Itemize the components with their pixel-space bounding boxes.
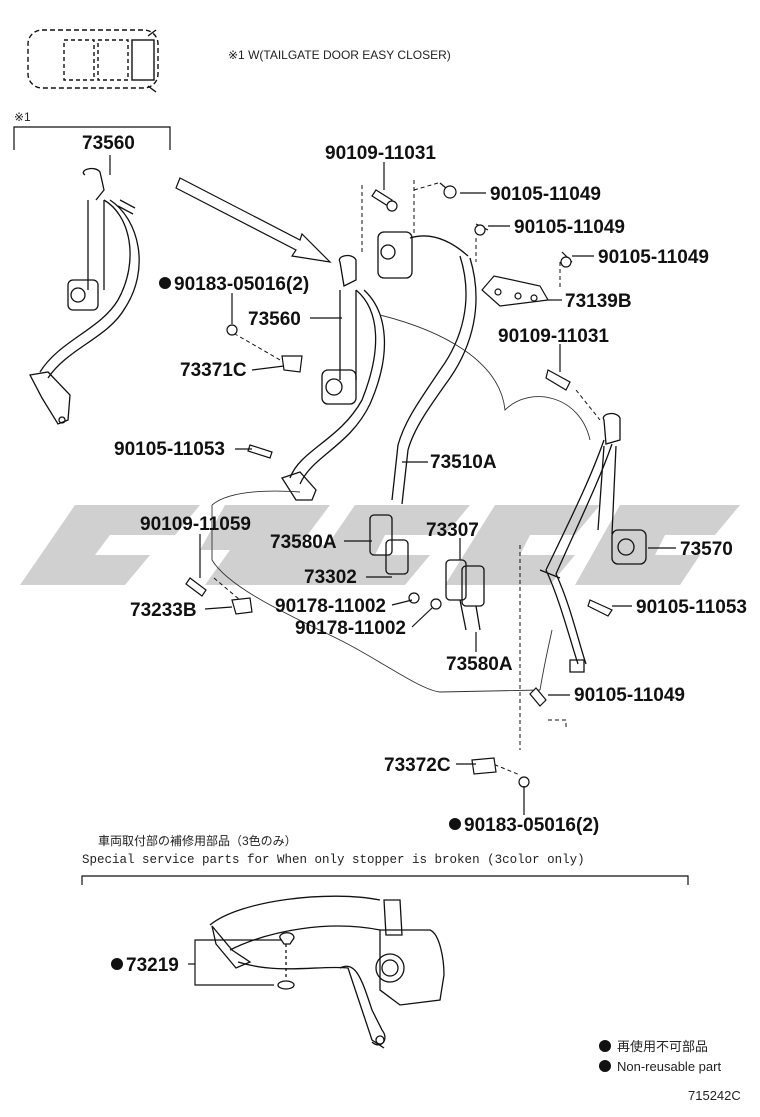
label-90178-11002-b: 90178-11002 [295, 618, 406, 639]
service-bracket [81, 875, 689, 885]
label-73219: 73219 [126, 955, 179, 976]
bolt-90109-11059 [185, 577, 207, 597]
buckle-73302 [385, 539, 409, 575]
nut-90178-b [430, 598, 442, 610]
label-90105-11053-a: 90105-11053 [114, 439, 225, 460]
label-90105-11053-b: 90105-11053 [636, 597, 747, 618]
label-90109-11059: 90109-11059 [140, 514, 251, 535]
bolt-90105-11053-b [587, 599, 613, 617]
seat-layout-icon [27, 29, 159, 93]
center-belt-73510A [377, 231, 477, 505]
dashed-guides [213, 180, 601, 776]
label-73580A-b: 73580A [446, 654, 513, 675]
label-73139B: 73139B [565, 291, 632, 312]
label-90109-11031-b: 90109-11031 [498, 326, 609, 347]
legend-japanese: 再使用不可部品 [617, 1039, 708, 1054]
cover-73233B [231, 597, 253, 615]
label-73560-top: 73560 [82, 133, 135, 154]
cover-73372C [471, 757, 497, 775]
buckles [369, 514, 485, 631]
bolt-90109-11031-b [545, 369, 571, 391]
washer-90183-b [518, 776, 530, 788]
bolt-90105-11049-d [529, 687, 547, 707]
label-90109-11031-a: 90109-11031 [325, 143, 436, 164]
watermark-logo [20, 505, 740, 585]
option-note: ※1 W(TAILGATE DOOR EASY CLOSER) [228, 48, 451, 62]
label-90105-11049-d: 90105-11049 [574, 685, 685, 706]
bolt-head-a [386, 200, 398, 212]
illustration-id: 715242C [688, 1088, 741, 1103]
seat-icon-label: 33 [80, 69, 82, 71]
label-90105-11049-c: 90105-11049 [598, 247, 709, 268]
bolts [185, 182, 613, 788]
label-73371C: 73371C [180, 360, 247, 381]
buckle-73307-a [445, 559, 467, 601]
label-73570: 73570 [680, 539, 733, 560]
buckle-73307-b [461, 565, 485, 607]
non-reusable-dot-90183-b [449, 818, 461, 830]
label-73580A-a: 73580A [270, 532, 337, 553]
label-73510A: 73510A [430, 452, 497, 473]
detail-illustration [209, 895, 445, 1049]
retractor-73560-main [281, 254, 386, 501]
legend-dot-japanese [599, 1040, 611, 1052]
seat-outline [211, 314, 591, 693]
label-90105-11049-a: 90105-11049 [490, 184, 601, 205]
label-90183-05016-a: 90183-05016(2) [174, 274, 309, 295]
label-73233B: 73233B [130, 600, 197, 621]
washer-90183-a [226, 324, 238, 336]
retractor-73560-option [29, 167, 140, 425]
non-reusable-dot-90183-a [159, 277, 171, 289]
direction-arrow [175, 177, 332, 263]
bracket-73139B [481, 275, 549, 307]
label-90178-11002-a: 90178-11002 [275, 596, 386, 617]
buckle-73580A-a [369, 514, 393, 556]
leader-lines [199, 162, 676, 815]
option-marker: ※1 [14, 110, 31, 124]
label-73560-mid: 73560 [248, 309, 301, 330]
bolt-90105-11053-a [247, 444, 273, 459]
legend-dot-english [599, 1060, 611, 1072]
cover-73371C [281, 355, 303, 373]
label-73302: 73302 [304, 567, 357, 588]
legend-english: Non-reusable part [617, 1059, 721, 1074]
service-note-english: Special service parts for When only stop… [82, 853, 585, 867]
label-73307: 73307 [426, 520, 479, 541]
option-bracket [13, 126, 171, 150]
service-note-japanese: 車両取付部の補修用部品（3色のみ） [98, 833, 297, 848]
label-90183-05016-b: 90183-05016(2) [464, 815, 599, 836]
label-90105-11049-b: 90105-11049 [514, 217, 625, 238]
retractor-73570 [539, 412, 647, 673]
leader-73219 [188, 939, 282, 986]
non-reusable-dot-73219 [111, 958, 123, 970]
label-73372C: 73372C [384, 755, 451, 776]
nut-90178-a [408, 592, 420, 604]
